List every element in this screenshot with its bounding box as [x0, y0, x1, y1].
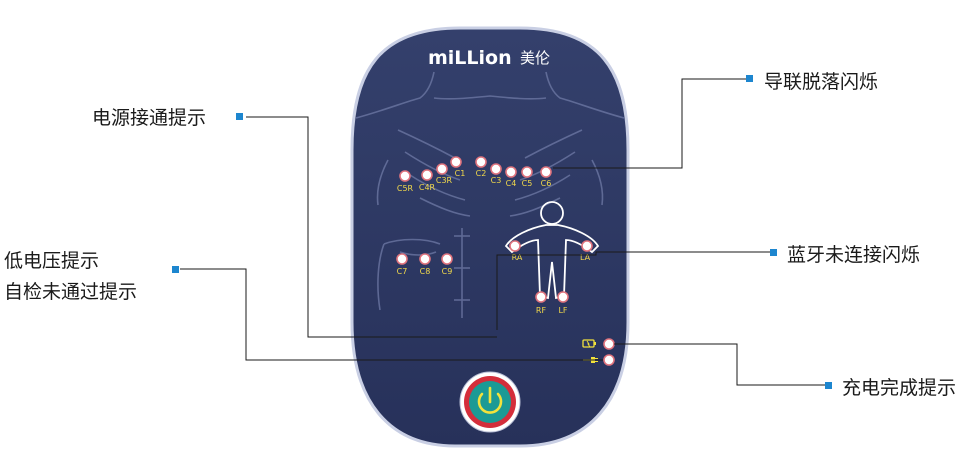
bullet-square-icon: [770, 249, 777, 256]
led-c4r: [421, 169, 433, 181]
chest-leads: C5R C4R C3R C1 C2 C3 C4 C5: [397, 156, 552, 193]
led-c6: [540, 166, 552, 178]
lead-label-c3: C3: [491, 176, 502, 185]
brand-logo: miLLion 美伦: [428, 47, 550, 69]
battery-icon: [582, 339, 596, 348]
lead-label-rf: RF: [536, 306, 547, 315]
lead-label-c5: C5: [522, 179, 533, 188]
callout-power-on: 电源接通提示: [92, 107, 207, 129]
lead-label-c4: C4: [506, 179, 517, 188]
callout-charge-complete: 充电完成提示: [842, 377, 957, 399]
lead-label-c5r: C5R: [397, 184, 414, 193]
callout-bluetooth: 蓝牙未连接闪烁: [787, 244, 921, 266]
limb-leads: RA LA RF LF: [509, 240, 593, 315]
lead-c3: C3: [490, 163, 502, 185]
led-c5: [521, 166, 533, 178]
bullet-square-icon: [236, 113, 243, 120]
led-c7: [396, 253, 408, 265]
lead-c7: C7: [396, 253, 408, 276]
leader-lead-off: [553, 78, 748, 169]
lead-c2: C2: [475, 156, 487, 178]
led-charge-complete: [603, 338, 615, 350]
led-power-on: [603, 354, 615, 366]
lead-label-c2: C2: [476, 169, 487, 178]
leader-charge: [614, 343, 827, 386]
device-body: [350, 26, 630, 448]
callout-self-check: 自检未通过提示: [4, 281, 138, 303]
brand-logo-cn: 美伦: [520, 49, 550, 67]
lead-c3r: C3R: [436, 163, 453, 185]
bullet-square-icon: [825, 382, 832, 389]
led-c4: [505, 166, 517, 178]
lead-c1: C1: [450, 156, 466, 178]
led-c1: [450, 156, 462, 168]
lead-c4: C4: [505, 166, 517, 188]
lead-la: LA: [580, 240, 593, 262]
power-button[interactable]: [459, 371, 521, 433]
led-lf: [557, 291, 569, 303]
leader-low-voltage: [180, 268, 603, 361]
back-leads: C7 C8 C9: [396, 253, 453, 276]
lead-label-c9: C9: [442, 267, 453, 276]
led-c9: [441, 253, 453, 265]
lead-label-c1: C1: [455, 169, 466, 178]
lead-c9: C9: [441, 253, 453, 276]
leader-bluetooth: [496, 251, 772, 330]
bullet-square-icon: [172, 266, 179, 273]
power-icon: [477, 386, 503, 414]
lead-c5r: C5R: [397, 170, 414, 193]
led-la: [581, 240, 593, 252]
led-c3r: [436, 163, 448, 175]
lead-label-c8: C8: [420, 267, 431, 276]
lead-c5: C5: [521, 166, 533, 188]
lead-c4r: C4R: [419, 169, 436, 192]
lead-label-c7: C7: [397, 267, 408, 276]
led-ra: [509, 240, 521, 252]
lead-rf: RF: [535, 291, 547, 315]
lead-c8: C8: [419, 253, 431, 276]
bullet-square-icon: [746, 75, 753, 82]
lead-lf: LF: [557, 291, 569, 315]
led-c2: [475, 156, 487, 168]
lead-label-c6: C6: [541, 179, 552, 188]
brand-logo-text: miLLion: [428, 47, 512, 69]
lead-c6: C6: [540, 166, 552, 188]
lead-label-lf: LF: [558, 306, 567, 315]
callout-lead-off: 导联脱落闪烁: [764, 71, 879, 93]
led-rf: [535, 291, 547, 303]
led-c5r: [399, 170, 411, 182]
callout-bullets: [172, 75, 832, 389]
human-figure-icon: [504, 201, 600, 300]
lead-label-ra: RA: [512, 253, 523, 262]
lead-label-c4r: C4R: [419, 183, 436, 192]
leader-power: [246, 116, 497, 338]
leader-lines: [180, 78, 827, 386]
lead-label-la: LA: [580, 253, 591, 262]
lead-label-c3r: C3R: [436, 176, 453, 185]
lead-ra: RA: [509, 240, 523, 262]
led-c3: [490, 163, 502, 175]
led-c8: [419, 253, 431, 265]
torso-illustration: [355, 71, 625, 318]
callout-low-voltage: 低电压提示: [4, 250, 100, 272]
